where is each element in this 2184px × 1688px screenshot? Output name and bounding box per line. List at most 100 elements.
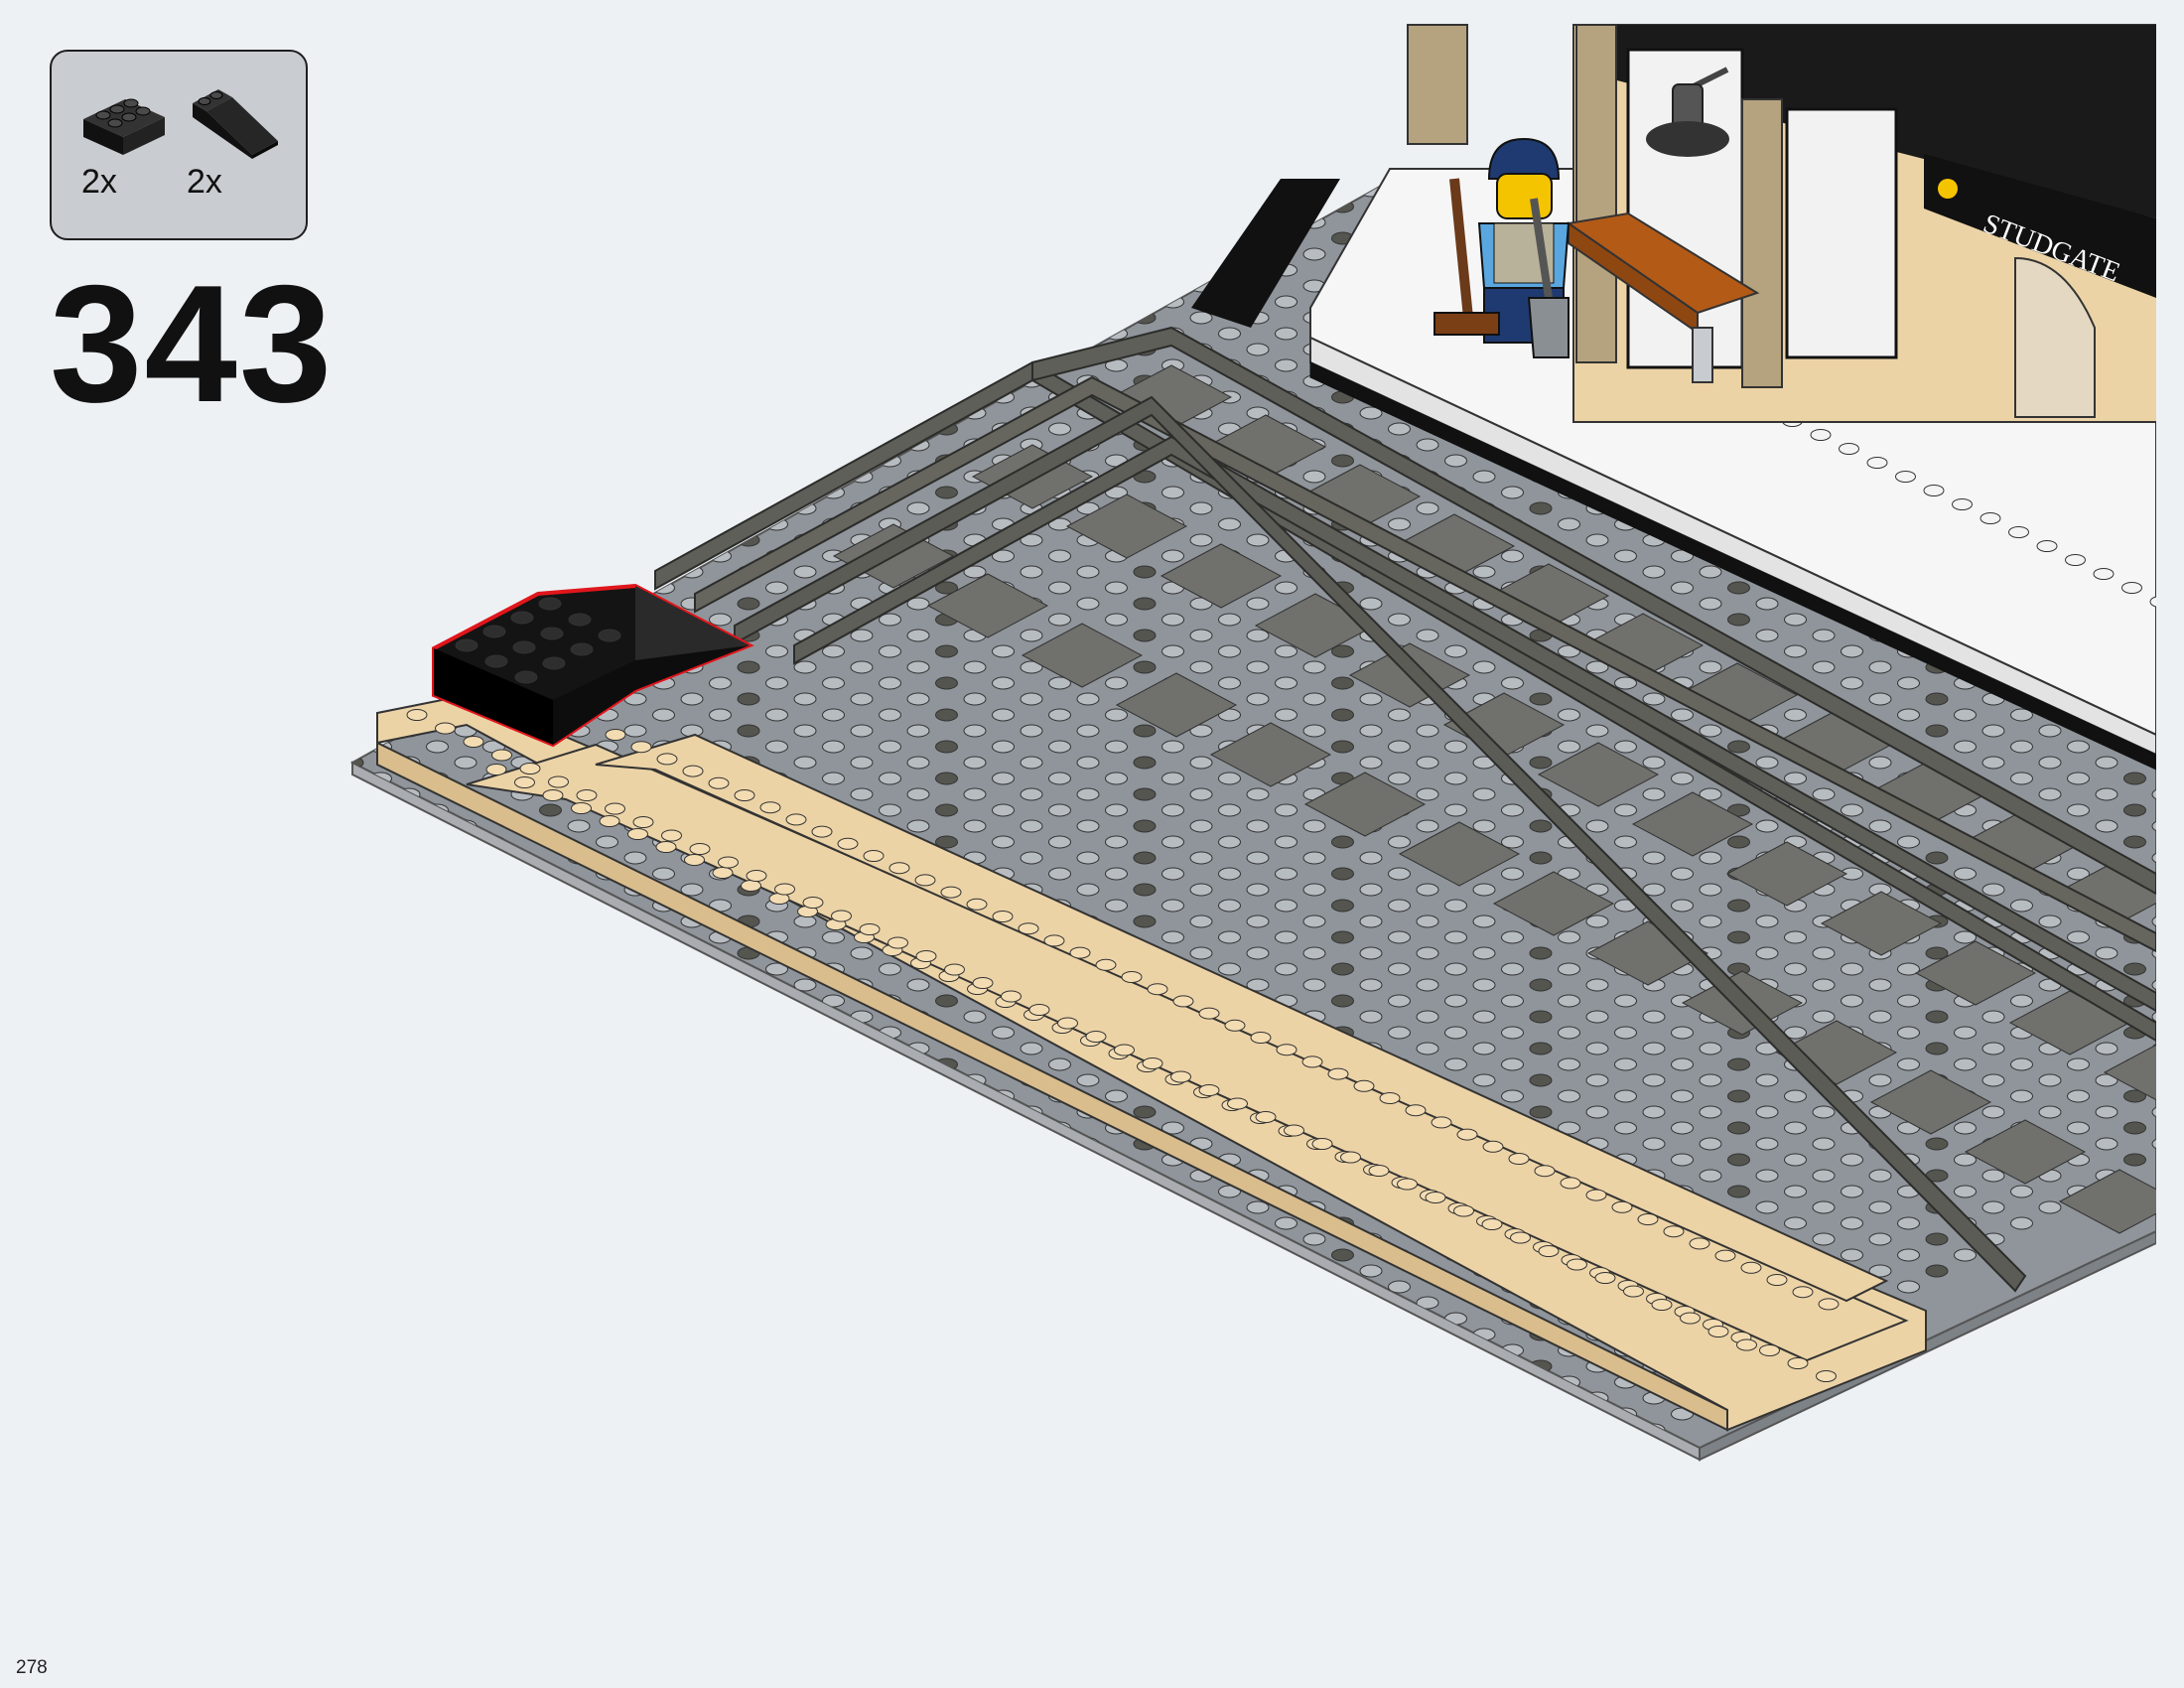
stud — [1246, 629, 1270, 642]
stud — [1642, 1042, 1666, 1055]
stud — [1301, 1055, 1323, 1068]
stud — [793, 978, 817, 992]
dark-tile — [926, 573, 1049, 638]
stud — [684, 854, 705, 866]
stud — [1868, 756, 1892, 770]
stud — [906, 819, 930, 833]
stud — [539, 803, 562, 817]
stud — [708, 776, 730, 789]
stud — [1671, 772, 1694, 785]
stud — [1671, 581, 1694, 595]
stud — [1585, 1042, 1609, 1055]
stud — [1359, 1296, 1383, 1310]
stud — [1784, 772, 1807, 785]
stud — [1755, 914, 1779, 928]
stud — [1954, 1026, 1977, 1040]
stud — [774, 883, 795, 896]
stud — [1048, 740, 1071, 754]
stud — [1868, 1010, 1892, 1024]
stud — [2123, 772, 2146, 785]
stud — [1048, 581, 1071, 595]
dark-tile — [1914, 940, 2037, 1006]
stud — [485, 764, 507, 775]
dark-tile — [1021, 623, 1144, 688]
stud — [1981, 756, 2005, 770]
stud — [1302, 692, 1326, 706]
stud — [992, 644, 1015, 658]
stud — [1133, 787, 1157, 801]
stud — [1841, 962, 1863, 976]
stud — [2067, 867, 2090, 881]
stud — [1105, 899, 1128, 913]
stud — [623, 724, 647, 738]
stud — [1501, 676, 1524, 690]
stud — [542, 789, 564, 801]
stud — [1671, 867, 1694, 881]
stud — [1585, 1010, 1609, 1024]
stud — [879, 676, 901, 690]
stud — [1076, 1073, 1100, 1087]
stud — [1133, 1200, 1157, 1214]
stud — [1218, 517, 1241, 531]
stud — [1501, 867, 1524, 881]
stud — [1020, 724, 1043, 738]
stud — [1812, 1232, 1836, 1246]
stud — [793, 660, 817, 674]
stud — [2010, 1185, 2033, 1198]
stud — [1028, 1004, 1050, 1016]
stud — [1416, 1042, 1439, 1055]
stud — [1614, 1089, 1637, 1103]
stud — [1020, 565, 1043, 579]
stud — [1302, 883, 1326, 897]
stud — [1331, 930, 1354, 944]
stud — [1699, 787, 1722, 801]
stud — [879, 613, 901, 627]
stud — [2008, 526, 2029, 538]
stud — [1841, 803, 1863, 817]
stud — [1246, 787, 1270, 801]
stud — [1501, 1407, 1524, 1421]
stud — [1105, 581, 1128, 595]
stud — [1841, 644, 1863, 658]
stud — [1925, 1042, 1949, 1055]
stud — [1868, 660, 1892, 674]
stud — [2151, 787, 2156, 801]
stud — [1048, 835, 1071, 849]
stud — [1642, 692, 1666, 706]
dark-tile — [1631, 791, 1754, 857]
stud — [1105, 740, 1128, 754]
stud — [1388, 613, 1411, 627]
stud — [1161, 486, 1184, 499]
stud — [1331, 1312, 1354, 1326]
stud — [914, 874, 936, 887]
stud — [1981, 883, 2005, 897]
stud — [1671, 1057, 1694, 1071]
stud — [1275, 708, 1297, 722]
stud — [793, 692, 817, 706]
stud — [1133, 851, 1157, 865]
stud — [1740, 1261, 1762, 1274]
stud — [1699, 883, 1722, 897]
stud — [793, 724, 817, 738]
stud — [1275, 930, 1297, 944]
stud — [1585, 724, 1609, 738]
stud — [1897, 676, 1920, 690]
dark-tile — [1160, 543, 1283, 609]
stud — [1048, 1057, 1071, 1071]
stud — [1161, 772, 1184, 785]
stud — [1642, 756, 1666, 770]
stud — [1868, 1169, 1892, 1183]
stud — [1981, 724, 2005, 738]
stud — [1048, 1153, 1071, 1167]
stud — [793, 756, 817, 770]
stud — [1444, 803, 1467, 817]
stud — [1727, 740, 1750, 754]
stud — [1501, 1057, 1524, 1071]
stud — [1416, 756, 1439, 770]
stud — [1501, 1026, 1524, 1040]
stud — [1529, 1391, 1553, 1405]
stud — [850, 692, 874, 706]
stud — [1444, 644, 1467, 658]
stud — [2095, 1042, 2118, 1055]
stud — [596, 835, 618, 849]
